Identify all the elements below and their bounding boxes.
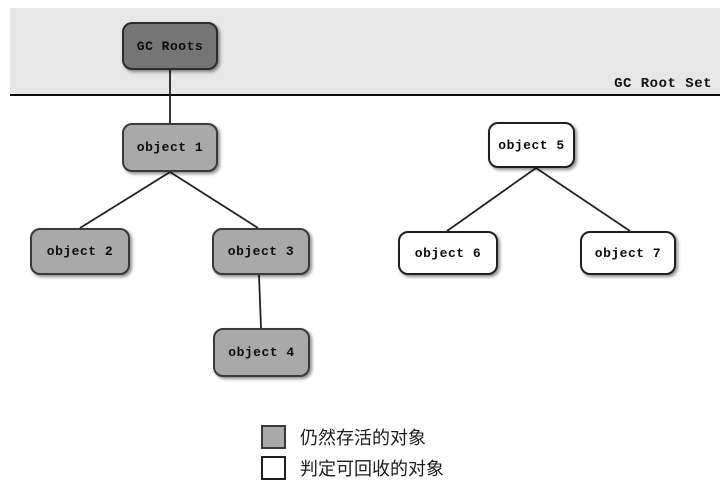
node-object-4-label: object 4 <box>228 345 295 360</box>
gc-root-set-divider <box>10 94 720 96</box>
edge-object5-object6 <box>446 167 537 232</box>
node-object-2-label: object 2 <box>46 244 114 259</box>
node-object-7: object 7 <box>580 231 676 275</box>
node-object-6: object 6 <box>398 231 498 275</box>
node-object-3-label: object 3 <box>227 244 295 259</box>
legend-swatch-alive <box>261 424 286 449</box>
node-object-5: object 5 <box>488 122 575 168</box>
legend-row-reclaimable: 判定可回收的对象 <box>261 455 444 480</box>
legend-swatch-reclaimable <box>261 455 286 480</box>
gc-root-set-label: GC Root Set <box>614 76 712 92</box>
node-object-1-label: object 1 <box>136 140 204 155</box>
edge-object1-object3 <box>169 171 259 229</box>
edge-object5-object7 <box>535 167 631 232</box>
node-object-2: object 2 <box>30 228 130 275</box>
node-object-1: object 1 <box>122 123 218 172</box>
node-object-5-label: object 5 <box>498 137 565 153</box>
legend-label-alive: 仍然存活的对象 <box>300 427 426 448</box>
edge-object3-object4 <box>258 274 262 329</box>
node-object-7-label: object 7 <box>594 245 662 261</box>
node-object-3: object 3 <box>212 228 310 275</box>
edge-object1-object2 <box>79 171 171 229</box>
node-object-6-label: object 6 <box>414 245 482 261</box>
legend: 仍然存活的对象 判定可回收的对象 <box>261 424 444 486</box>
legend-label-reclaimable: 判定可回收的对象 <box>300 458 444 479</box>
node-gc-roots-label: GC Roots <box>136 38 204 54</box>
node-object-4: object 4 <box>213 328 310 377</box>
legend-row-alive: 仍然存活的对象 <box>261 424 444 449</box>
node-gc-roots: GC Roots <box>122 22 218 70</box>
